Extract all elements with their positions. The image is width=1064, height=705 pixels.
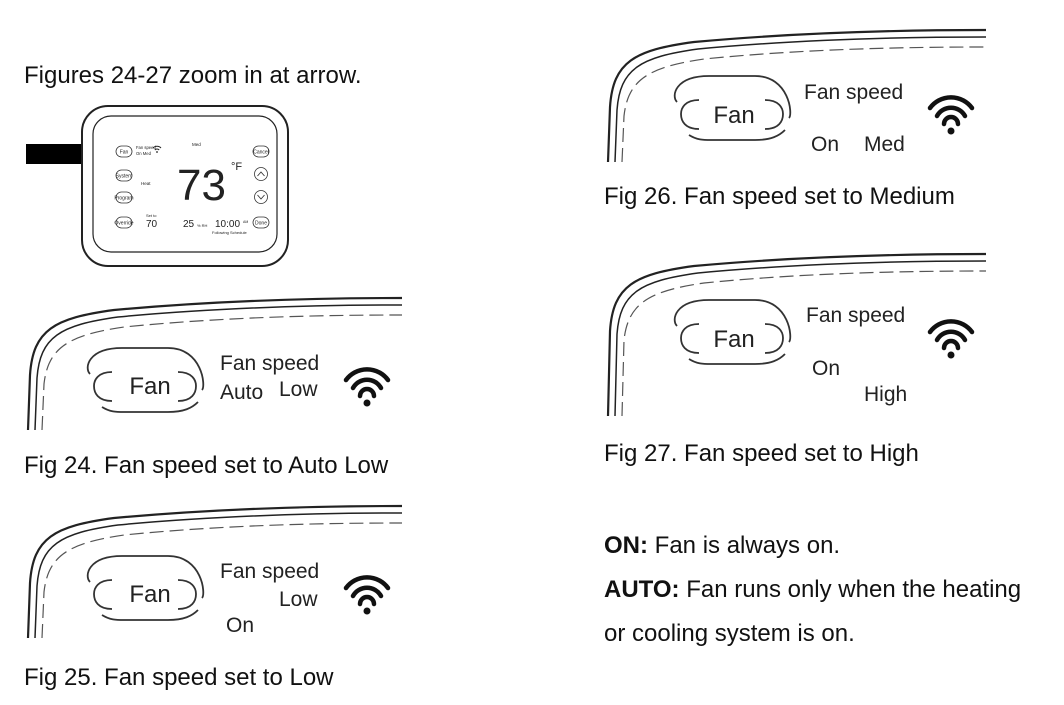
- definition-on-term: ON:: [604, 532, 648, 559]
- thermostat-temperature: 73: [177, 161, 226, 210]
- fig26-speed: Med: [864, 133, 905, 156]
- definition-auto-continued: or cooling system is on.: [604, 620, 855, 647]
- fig25-fan-speed-label: Fan speed: [220, 560, 319, 583]
- definition-auto-text: Fan runs only when the heating: [679, 576, 1022, 603]
- fig27-caption: Fig 27. Fan speed set to High: [604, 440, 919, 467]
- thermostat-fan-speed-label: Fan speed: [136, 145, 156, 150]
- fig24-fan-speed-label: Fan speed: [220, 352, 319, 375]
- thermostat-fan-button: [115, 145, 133, 158]
- wifi-icon: [343, 575, 391, 615]
- thermostat-system-label: System: [116, 174, 133, 180]
- thermostat-system-button: [115, 169, 133, 182]
- thermostat-time-suffix: AM: [243, 220, 248, 224]
- thermostat-set-to-label: Set to: [146, 213, 157, 218]
- fig24-fan-button: Fan: [129, 373, 170, 400]
- wifi-icon: [343, 367, 391, 407]
- fig26-caption: Fig 26. Fan speed set to Medium: [604, 183, 955, 210]
- thermostat-fan-label: Fan: [120, 150, 129, 156]
- thermostat-humidity-unit: % RH: [197, 223, 208, 228]
- fig27-fan-button: Fan: [713, 326, 754, 353]
- thermostat-time: 10:00: [215, 219, 240, 230]
- thermostat-fan-status: On Med: [136, 151, 152, 156]
- thermostat-setpoint: 70: [146, 219, 158, 230]
- fig25-caption: Fig 25. Fan speed set to Low: [24, 664, 334, 691]
- thermostat-override-button: [115, 216, 133, 229]
- fig24-speed: Low: [279, 378, 318, 401]
- thermostat-program-label: Program: [114, 196, 133, 202]
- thermostat-mode: Heat: [141, 181, 151, 186]
- intro-text: Figures 24-27 zoom in at arrow.: [24, 62, 362, 89]
- fig26-panel: Fan Fan speed On Med: [604, 22, 988, 164]
- thermostat-humidity: 25: [183, 219, 195, 230]
- thermostat-override-label: Override: [114, 221, 133, 227]
- thermostat-done-button: [252, 216, 270, 229]
- thermostat-unit: °F: [231, 161, 242, 173]
- fig27-fan-speed-label: Fan speed: [806, 304, 905, 327]
- wifi-icon: [927, 319, 975, 359]
- definition-on-text: Fan is always on.: [648, 532, 841, 559]
- definition-auto-term: AUTO:: [604, 576, 680, 603]
- fig24-panel: Fan Fan speed Auto Low: [24, 290, 404, 432]
- fig25-speed: Low: [279, 588, 318, 611]
- wifi-icon: [927, 95, 975, 135]
- thermostat-illustration: Fan System Program Override Cancel Done …: [80, 104, 290, 268]
- thermostat-cancel-label: Cancel: [253, 150, 269, 156]
- thermostat-mode-top: Med: [192, 142, 201, 147]
- thermostat-up-button: [254, 167, 268, 181]
- fig26-fan-button: Fan: [713, 102, 754, 129]
- thermostat-done-label: Done: [255, 221, 267, 227]
- definition-auto: AUTO: Fan runs only when the heating: [604, 576, 1021, 605]
- fig26-mode: On: [811, 133, 839, 156]
- definition-on: ON: Fan is always on.: [604, 532, 840, 561]
- fig24-mode: Auto: [220, 381, 263, 404]
- fig25-fan-button: Fan: [129, 581, 170, 608]
- fig24-caption: Fig 24. Fan speed set to Auto Low: [24, 452, 389, 479]
- fig25-panel: Fan Fan speed Low On: [24, 498, 404, 640]
- fig26-fan-speed-label: Fan speed: [804, 81, 903, 104]
- thermostat-schedule: Following Schedule: [212, 230, 247, 235]
- thermostat-program-button: [115, 191, 133, 204]
- thermostat-cancel-button: [252, 145, 270, 158]
- fig27-panel: Fan Fan speed On High: [604, 246, 988, 418]
- fig25-mode: On: [226, 614, 254, 637]
- thermostat-wifi-icon: [152, 145, 162, 153]
- fig27-mode: On: [812, 357, 840, 380]
- thermostat-down-button: [254, 190, 268, 204]
- fig27-speed: High: [864, 383, 907, 406]
